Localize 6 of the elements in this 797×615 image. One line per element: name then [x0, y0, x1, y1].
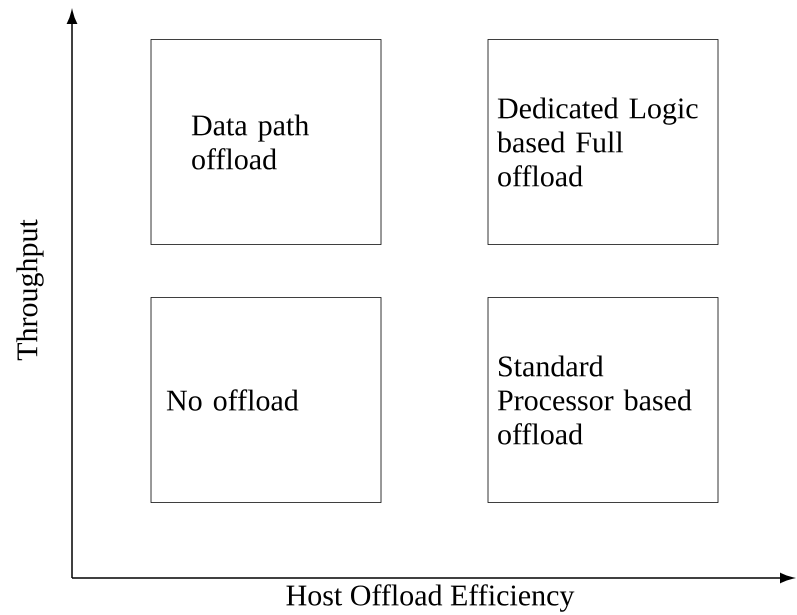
quadrant-box: Data path offload	[150, 39, 382, 245]
axis-label: Host Offload Efficiency	[286, 584, 574, 612]
quadrant-box: Dedicated Logic based Full offload	[488, 39, 718, 245]
quadrant-box: Standard Processor based offload	[488, 297, 718, 503]
axis-label: Throughput	[16, 219, 44, 360]
quadrant-box: No offload	[150, 297, 382, 503]
